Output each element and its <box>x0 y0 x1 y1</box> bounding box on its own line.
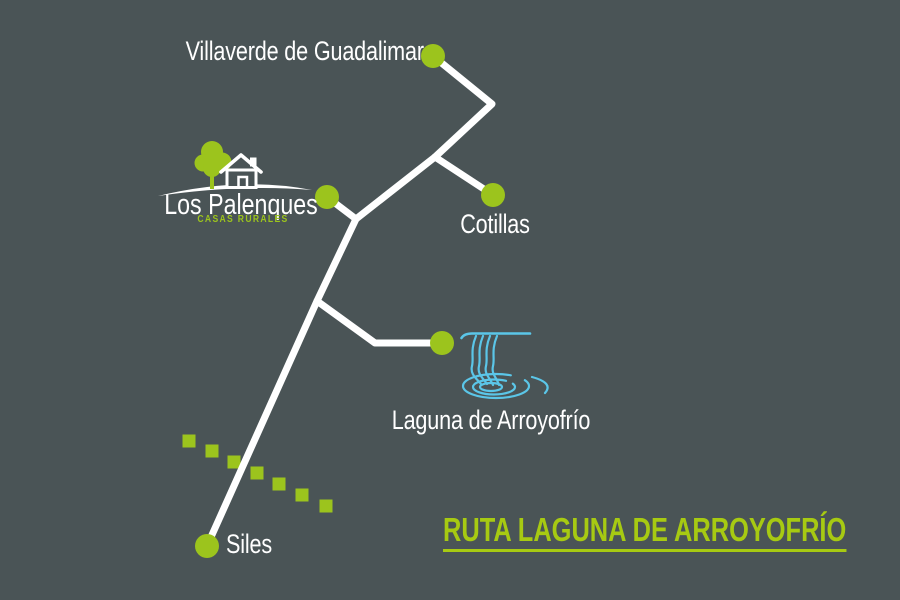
place-dot-villaverde <box>421 44 445 68</box>
place-dot-laguna <box>430 331 454 355</box>
logo-tagline: CASAS RURALES <box>197 213 289 225</box>
house-icon <box>219 153 263 189</box>
place-dots-layer <box>195 44 505 558</box>
trail-square <box>319 499 333 513</box>
hill-swoosh-icon <box>158 184 312 196</box>
road-villaverde-siles <box>203 52 496 550</box>
place-label-cotillas: Cotillas <box>460 209 530 239</box>
place-label-siles: Siles <box>226 529 273 559</box>
trail-square <box>205 444 219 458</box>
logo-art <box>158 141 312 196</box>
trail-squares-layer <box>182 434 333 513</box>
roads-layer <box>203 52 497 550</box>
route-title: RUTA LAGUNA DE ARROYOFRÍO <box>443 513 847 552</box>
road-branch-laguna <box>313 297 446 347</box>
place-label-villaverde: Villaverde de Guadalimar <box>185 36 424 66</box>
trail-square <box>250 466 264 480</box>
logo-name: Los Palenques <box>164 189 318 221</box>
place-label-laguna: Laguna de Arroyofrío <box>391 405 591 435</box>
place-dot-cotillas <box>481 183 505 207</box>
trail-square <box>227 455 241 469</box>
trail-square <box>182 434 196 448</box>
trail-square <box>272 477 286 491</box>
place-dot-siles <box>195 534 219 558</box>
waterfall-icon <box>460 332 549 400</box>
trail-square <box>295 488 309 502</box>
place-dot-los-palenques <box>315 185 339 209</box>
